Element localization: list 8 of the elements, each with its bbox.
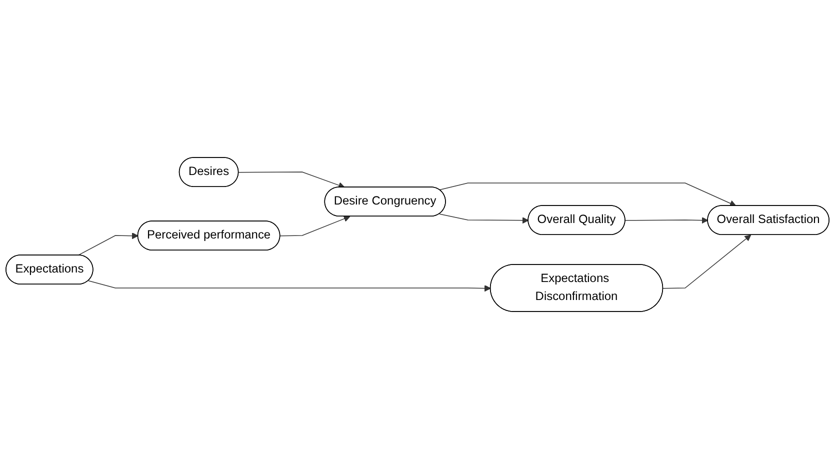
arrow	[78, 232, 138, 256]
arrow	[624, 217, 708, 224]
arrow	[88, 280, 491, 292]
arrow	[439, 182, 736, 206]
arrow	[238, 172, 345, 188]
arrow	[662, 234, 752, 289]
arrow	[439, 214, 529, 224]
arrow	[280, 216, 350, 236]
